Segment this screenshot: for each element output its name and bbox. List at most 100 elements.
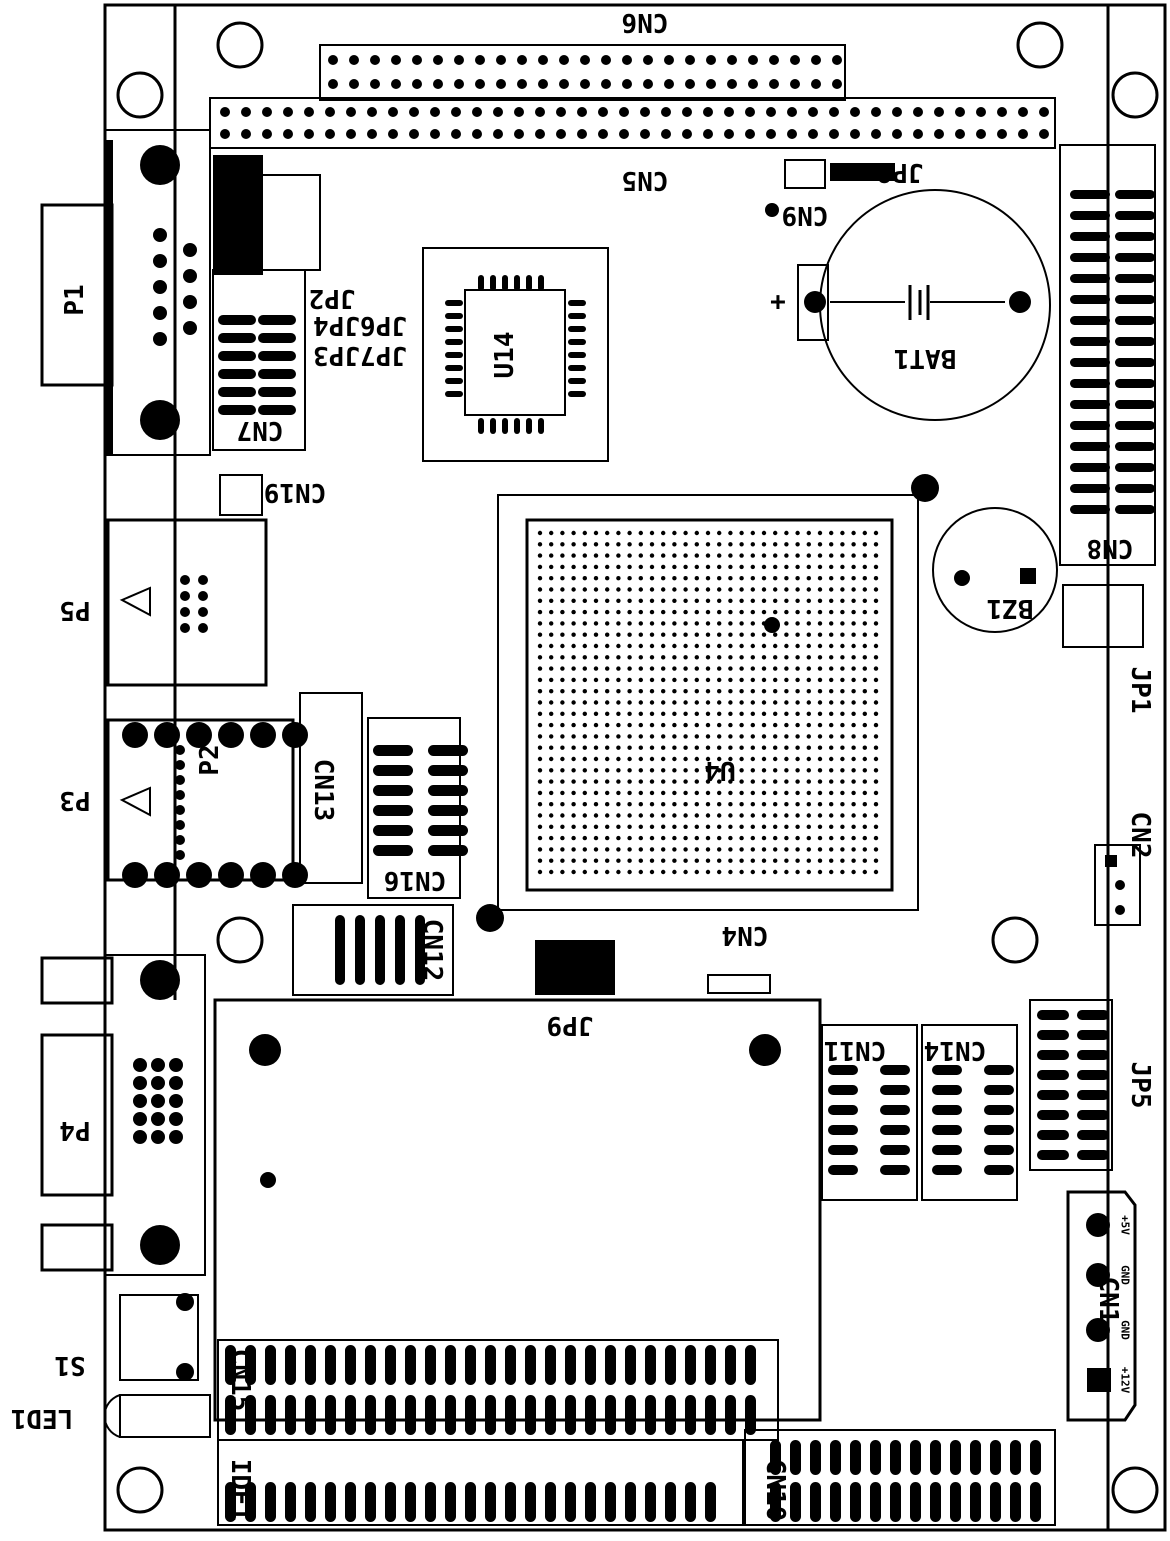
ball (616, 643, 621, 649)
ball (683, 621, 688, 626)
pad (880, 1125, 910, 1135)
ball (571, 542, 576, 547)
ball (705, 666, 711, 671)
ball (649, 632, 655, 637)
ball (661, 598, 666, 603)
ball (672, 869, 677, 875)
ball (661, 745, 666, 750)
ball (795, 598, 800, 603)
cn1-pin-label: GND (1119, 1265, 1132, 1285)
pad (1077, 1070, 1109, 1080)
pin (892, 129, 902, 139)
ball (784, 587, 789, 592)
ball (851, 553, 856, 558)
pin (496, 79, 506, 89)
ball (862, 666, 867, 671)
ball (750, 835, 755, 841)
ball (605, 734, 610, 739)
ball (683, 542, 688, 547)
mounting-hole (1111, 71, 1159, 119)
pad (984, 1065, 1014, 1075)
pad (428, 845, 468, 856)
ball (773, 677, 778, 683)
ball (649, 655, 655, 660)
ball (616, 655, 621, 660)
pad (568, 365, 586, 371)
ball (728, 530, 733, 536)
ball (739, 756, 744, 762)
pad (770, 1440, 781, 1475)
ball (683, 858, 688, 863)
ball (717, 564, 722, 570)
pad (502, 275, 508, 291)
pad (225, 1482, 236, 1522)
pin (934, 107, 944, 117)
ball (638, 666, 643, 671)
ball (761, 869, 767, 875)
pad (1070, 379, 1110, 388)
ball (694, 576, 699, 581)
ball (661, 756, 666, 762)
pad (225, 1395, 236, 1435)
pad (685, 1395, 696, 1435)
pad (880, 1165, 910, 1175)
ball (784, 598, 789, 603)
ball (829, 734, 834, 739)
pin (493, 107, 503, 117)
ball (862, 847, 867, 852)
ball (851, 745, 856, 750)
ball (761, 530, 767, 536)
ball (560, 598, 565, 603)
ball (649, 666, 655, 671)
ball (873, 734, 879, 739)
ball (717, 745, 722, 750)
ball (750, 609, 755, 615)
ball (672, 609, 677, 615)
ball (750, 553, 755, 558)
pin (180, 623, 190, 633)
pin (175, 790, 185, 800)
ball (560, 734, 565, 739)
ball (560, 689, 565, 694)
pin (601, 79, 611, 89)
pad (568, 378, 586, 384)
ball (873, 858, 879, 863)
ball (649, 745, 655, 750)
ball (582, 779, 587, 784)
pad (225, 1345, 236, 1385)
ball (795, 530, 800, 536)
pin (556, 129, 566, 139)
pad (385, 1345, 396, 1385)
ball (784, 677, 789, 683)
ball (806, 553, 811, 558)
pin (997, 129, 1007, 139)
ball (672, 790, 677, 796)
ball (694, 621, 699, 626)
label-jp5: JP5 (1125, 1062, 1155, 1109)
pin (808, 129, 818, 139)
ball (672, 711, 677, 716)
ball (605, 609, 610, 615)
pad (932, 1165, 962, 1175)
ball (840, 790, 845, 796)
pad (545, 1395, 556, 1435)
pad (265, 1345, 276, 1385)
ball (829, 621, 834, 626)
ball (593, 835, 599, 841)
ball (582, 666, 587, 671)
ball (862, 835, 867, 841)
ball (728, 677, 733, 683)
pin (661, 107, 671, 117)
ball (571, 824, 576, 829)
pin (391, 79, 401, 89)
ball (661, 858, 666, 863)
pin (745, 129, 755, 139)
ball (694, 689, 699, 694)
ball (705, 609, 711, 615)
pin (304, 129, 314, 139)
ball (649, 643, 655, 649)
pad (218, 369, 256, 379)
ball (694, 530, 699, 536)
ball (806, 734, 811, 739)
ball (739, 655, 744, 660)
